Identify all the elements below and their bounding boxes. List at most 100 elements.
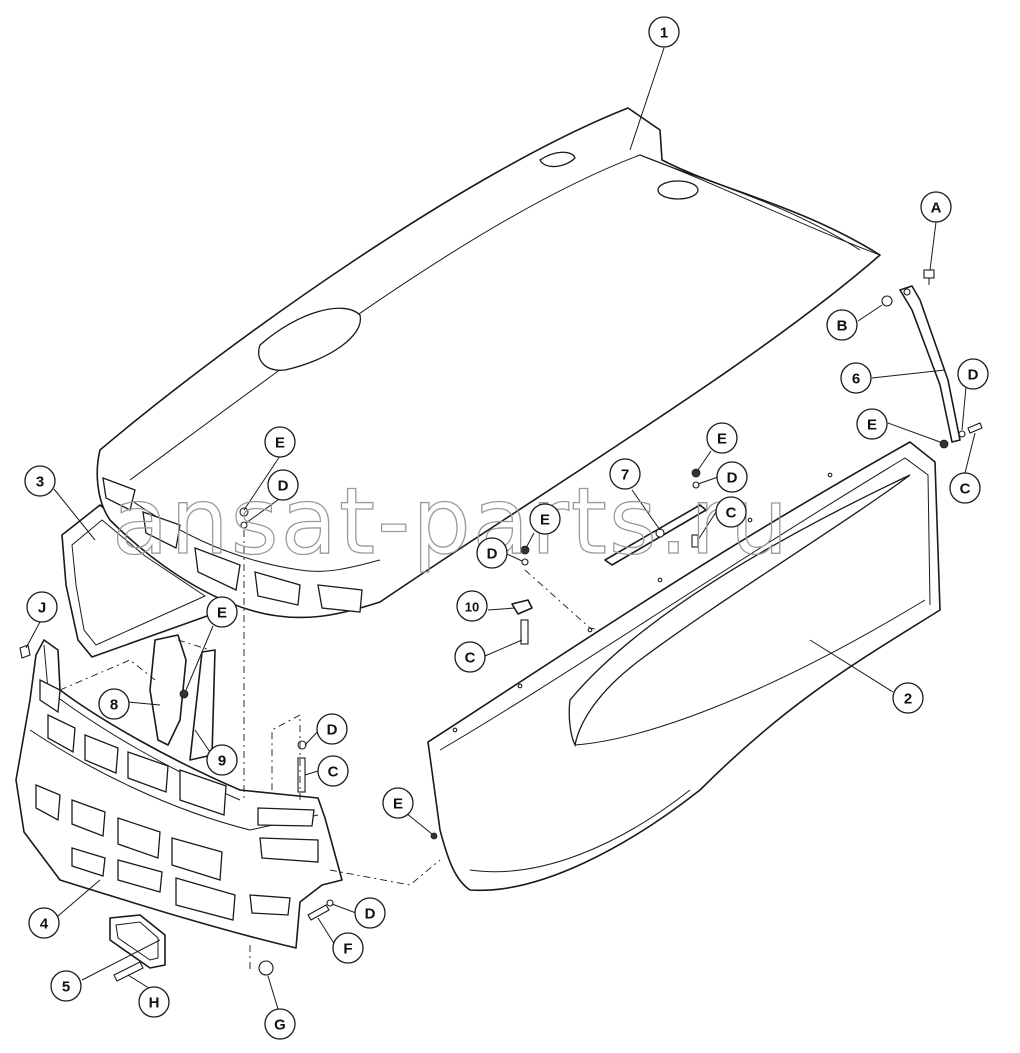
callout-C-latch: C (454, 641, 486, 673)
leader-lines (25, 47, 976, 1010)
nut-E-bracket-icon (179, 689, 189, 699)
part-8-mounting-bracket (149, 634, 187, 746)
clip-E-side-icon (430, 832, 438, 840)
svg-text:E: E (393, 796, 403, 813)
svg-text:D: D (727, 470, 738, 487)
svg-text:E: E (717, 431, 727, 448)
assembly-lines (59, 530, 601, 970)
svg-text:J: J (38, 600, 46, 617)
watermark-text: ansat-parts.ru (112, 468, 790, 575)
callout-7: 7 (609, 458, 641, 490)
callout-D-lower: D (354, 897, 386, 929)
washer-D-top-icon (240, 521, 248, 529)
callout-D-hinge: D (957, 358, 989, 390)
callout-E-top: E (264, 426, 296, 458)
callout-E-latch: E (529, 503, 561, 535)
washer-D-latch-icon (521, 558, 529, 566)
part-2-side-panel (427, 441, 941, 892)
callout-D-top: D (267, 469, 299, 501)
bolt-C-hinge-icon (967, 422, 983, 434)
part-6-hinge-bracket (899, 285, 961, 443)
callout-D-latch: D (476, 537, 508, 569)
grille-openings (35, 678, 319, 921)
svg-text:D: D (365, 906, 376, 923)
svg-text:E: E (217, 605, 227, 622)
nut-E-hinge-icon (939, 439, 949, 449)
callout-5: 5 (50, 970, 82, 1002)
svg-text:C: C (960, 481, 971, 498)
bolt-C-rod-icon (691, 534, 699, 548)
svg-text:A: A (931, 200, 942, 217)
callouts: 1 2 3 4 5 6 7 8 9 10 A B C C C C D D D D… (24, 16, 989, 1040)
callout-D-rod: D (716, 461, 748, 493)
callout-10: 10 (456, 590, 488, 622)
part-9-seal-strip (189, 649, 216, 761)
svg-text:8: 8 (110, 697, 118, 714)
callout-G: G (264, 1008, 296, 1040)
callout-C-rod: C (715, 496, 747, 528)
svg-text:E: E (540, 512, 550, 529)
callout-6: 6 (840, 362, 872, 394)
callout-H: H (138, 986, 170, 1018)
svg-text:D: D (968, 367, 979, 384)
callout-2: 2 (892, 682, 924, 714)
washer-D-lower-icon (326, 899, 334, 907)
bolt-C-latch-icon (520, 619, 529, 645)
callout-3: 3 (24, 465, 56, 497)
hardware (19, 269, 983, 982)
bolt-C-grille-icon (297, 757, 306, 793)
callout-E-bracket: E (206, 596, 238, 628)
nut-E-top-icon (239, 507, 249, 517)
svg-text:3: 3 (36, 474, 44, 491)
svg-text:1: 1 (660, 25, 668, 42)
svg-text:9: 9 (218, 753, 226, 770)
nut-B-icon (881, 295, 893, 307)
part-4-front-grille (15, 639, 343, 949)
callout-B: B (826, 309, 858, 341)
callout-4: 4 (28, 907, 60, 939)
svg-text:7: 7 (621, 467, 629, 484)
svg-text:D: D (487, 546, 498, 563)
svg-text:5: 5 (62, 979, 70, 996)
svg-text:D: D (278, 478, 289, 495)
svg-text:C: C (726, 505, 737, 522)
nut-G-icon (258, 960, 274, 976)
nut-E-rod-icon (691, 468, 701, 478)
part-10-latch (511, 599, 533, 615)
clip-J-icon (19, 644, 31, 659)
nut-E-latch-icon (520, 545, 530, 555)
washer-D-hinge-icon (958, 430, 966, 438)
callout-C-grille: C (317, 755, 349, 787)
svg-text:B: B (837, 318, 848, 335)
part-7-support-rod (604, 504, 707, 566)
svg-text:H: H (149, 995, 160, 1012)
svg-text:E: E (867, 417, 877, 434)
part-5-headlight (109, 914, 166, 969)
svg-text:2: 2 (904, 691, 912, 708)
callout-C-hinge: C (949, 472, 981, 504)
callout-F: F (332, 932, 364, 964)
svg-text:4: 4 (40, 916, 49, 933)
svg-text:E: E (275, 435, 285, 452)
bolt-A-icon (923, 269, 935, 285)
callout-E-hinge: E (856, 408, 888, 440)
svg-text:C: C (465, 650, 476, 667)
svg-text:D: D (327, 722, 338, 739)
svg-text:F: F (343, 941, 352, 958)
washer-D-rod-icon (692, 481, 700, 489)
callout-8: 8 (98, 688, 130, 720)
callout-J: J (26, 591, 58, 623)
callout-A: A (920, 191, 952, 223)
callout-9: 9 (206, 744, 238, 776)
callout-D-grille: D (316, 713, 348, 745)
svg-text:C: C (328, 764, 339, 781)
svg-text:G: G (274, 1017, 286, 1034)
callout-E-side: E (382, 787, 414, 819)
callout-1: 1 (648, 16, 680, 48)
callout-E-rod: E (706, 422, 738, 454)
bolt-H-icon (113, 961, 144, 982)
svg-text:6: 6 (852, 371, 860, 388)
washer-D-grille-icon (297, 740, 307, 750)
svg-text:10: 10 (465, 600, 479, 615)
